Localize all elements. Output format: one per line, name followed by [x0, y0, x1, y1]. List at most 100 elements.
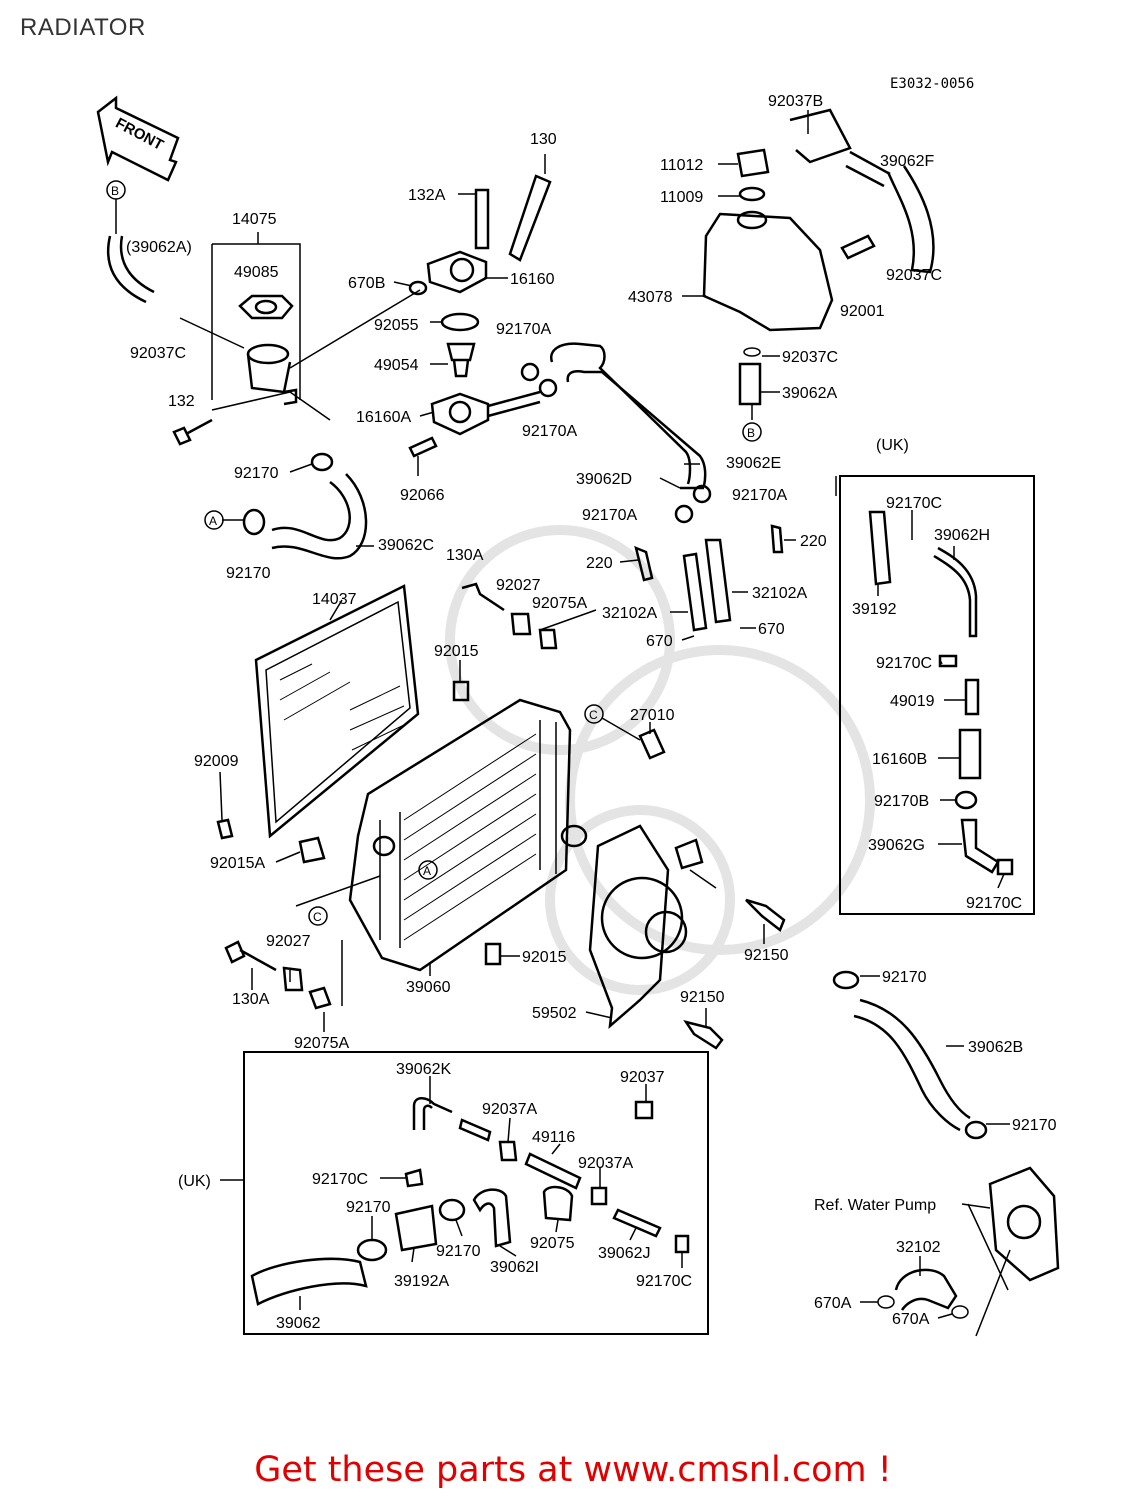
part-label: 92170A	[582, 507, 637, 524]
svg-text:B: B	[747, 426, 755, 440]
front-arrow-icon: FRONT	[96, 95, 180, 182]
pipes-32102A	[634, 524, 784, 632]
hose-39062D	[550, 342, 692, 485]
svg-text:A: A	[209, 514, 217, 528]
part-label: 16160A	[356, 409, 411, 426]
part-label: 11009	[660, 189, 703, 206]
part-label: 670A	[814, 1295, 852, 1312]
callout-b-left: B	[106, 180, 126, 234]
reservoir-tank-43078: B	[702, 108, 935, 442]
part-label: 92170	[346, 1199, 391, 1216]
part-label: 39192A	[394, 1273, 449, 1290]
part-label: 39062H	[934, 527, 990, 544]
part-label: 130A	[232, 991, 270, 1008]
part-label: 92170A	[496, 321, 551, 338]
svg-text:A: A	[423, 864, 431, 878]
part-label: 92037C	[130, 345, 186, 362]
thermostat-housing-16160	[408, 174, 552, 458]
part-label: 92170C	[636, 1273, 692, 1290]
part-label: 670	[758, 621, 785, 638]
part-label: 220	[800, 533, 827, 550]
part-labels: 14075 (39062A) 49085 92037C 132 130 132A…	[126, 93, 1057, 1332]
callout-a-upper: A	[204, 510, 244, 530]
clamps-92170A	[520, 362, 712, 524]
clamps-92170-upper	[242, 452, 334, 536]
watermark	[445, 525, 875, 995]
part-label: 16160B	[872, 751, 927, 768]
part-label: 39062C	[378, 537, 434, 554]
part-label: 92015	[522, 949, 567, 966]
hose-39062C	[271, 473, 368, 560]
part-label: 92055	[374, 317, 419, 334]
part-label: 92170C	[886, 495, 942, 512]
part-label: 39062B	[968, 1039, 1023, 1056]
part-label: 92170	[1012, 1117, 1057, 1134]
part-label: 670	[646, 633, 673, 650]
radiator-screen-14037	[254, 584, 420, 839]
clamps-92170-lower	[832, 970, 988, 1140]
part-label: 92027	[496, 577, 541, 594]
callout-c-fan: C	[584, 704, 641, 741]
parts-diagram: FRONT B	[96, 93, 1060, 1337]
part-label: 14075	[232, 211, 277, 228]
part-label: 39062	[276, 1315, 321, 1332]
part-label: 39062D	[576, 471, 632, 488]
part-label: 39062J	[598, 1245, 651, 1262]
page-title: RADIATOR	[20, 14, 146, 41]
part-label: 49085	[234, 264, 279, 281]
part-label: 132A	[408, 187, 446, 204]
part-label: 92037C	[886, 267, 942, 284]
bolts-lower	[216, 582, 786, 1050]
part-label: 92170C	[876, 655, 932, 672]
part-label: Ref. Water Pump	[814, 1197, 936, 1214]
hose-39062A-left	[106, 235, 155, 304]
part-label: 92037B	[768, 93, 823, 110]
part-label: 92015A	[210, 855, 265, 872]
part-label: 92150	[744, 947, 789, 964]
cooling-fan-59502	[588, 824, 717, 1030]
hose-39062B	[853, 998, 971, 1132]
part-label: 92066	[400, 487, 445, 504]
radiator-core-39060	[348, 698, 588, 972]
part-label: 92037A	[578, 1155, 633, 1172]
part-label: 32102A	[752, 585, 807, 602]
part-label: 92170C	[312, 1171, 368, 1188]
part-label: 43078	[628, 289, 673, 306]
part-label: 39062G	[868, 837, 925, 854]
part-label: 32102A	[602, 605, 657, 622]
part-label: 130A	[446, 547, 484, 564]
part-label: 92170	[226, 565, 271, 582]
footer-link[interactable]: Get these parts at www.cmsnl.com !	[254, 1450, 892, 1490]
part-label: 670B	[348, 275, 385, 292]
part-label: 39192	[852, 601, 897, 618]
part-label: 49019	[890, 693, 935, 710]
part-label: 92170B	[874, 793, 929, 810]
part-label: 39062K	[396, 1061, 451, 1078]
part-label: 92170A	[522, 423, 577, 440]
uk-bottom-parts	[250, 1097, 690, 1306]
svg-text:C: C	[313, 910, 322, 924]
callout-c-left: C	[295, 875, 381, 926]
diagram-code: E3032-0056	[890, 76, 975, 92]
part-label: (UK)	[876, 437, 909, 454]
part-label: (UK)	[178, 1173, 211, 1190]
uk-variant-box-bottom	[243, 1051, 709, 1335]
part-label: 92170	[882, 969, 927, 986]
part-label: 670A	[892, 1311, 930, 1328]
part-label: 92037C	[782, 349, 838, 366]
part-label: 92170C	[966, 895, 1022, 912]
part-label: 14037	[312, 591, 357, 608]
part-label: 92075A	[532, 595, 587, 612]
part-label: 39062A	[782, 385, 837, 402]
part-label: 16160	[510, 271, 555, 288]
hose-39062E	[566, 370, 707, 490]
part-label: 92027	[266, 933, 311, 950]
part-label: 39062E	[726, 455, 781, 472]
part-label: 92075A	[294, 1035, 349, 1052]
bolt-132	[172, 418, 213, 446]
part-label: 220	[586, 555, 613, 572]
leader-lines	[219, 110, 1011, 1337]
part-label: (39062A)	[126, 239, 192, 256]
part-label: 49054	[374, 357, 419, 374]
cap-housing-assembly	[179, 232, 421, 421]
